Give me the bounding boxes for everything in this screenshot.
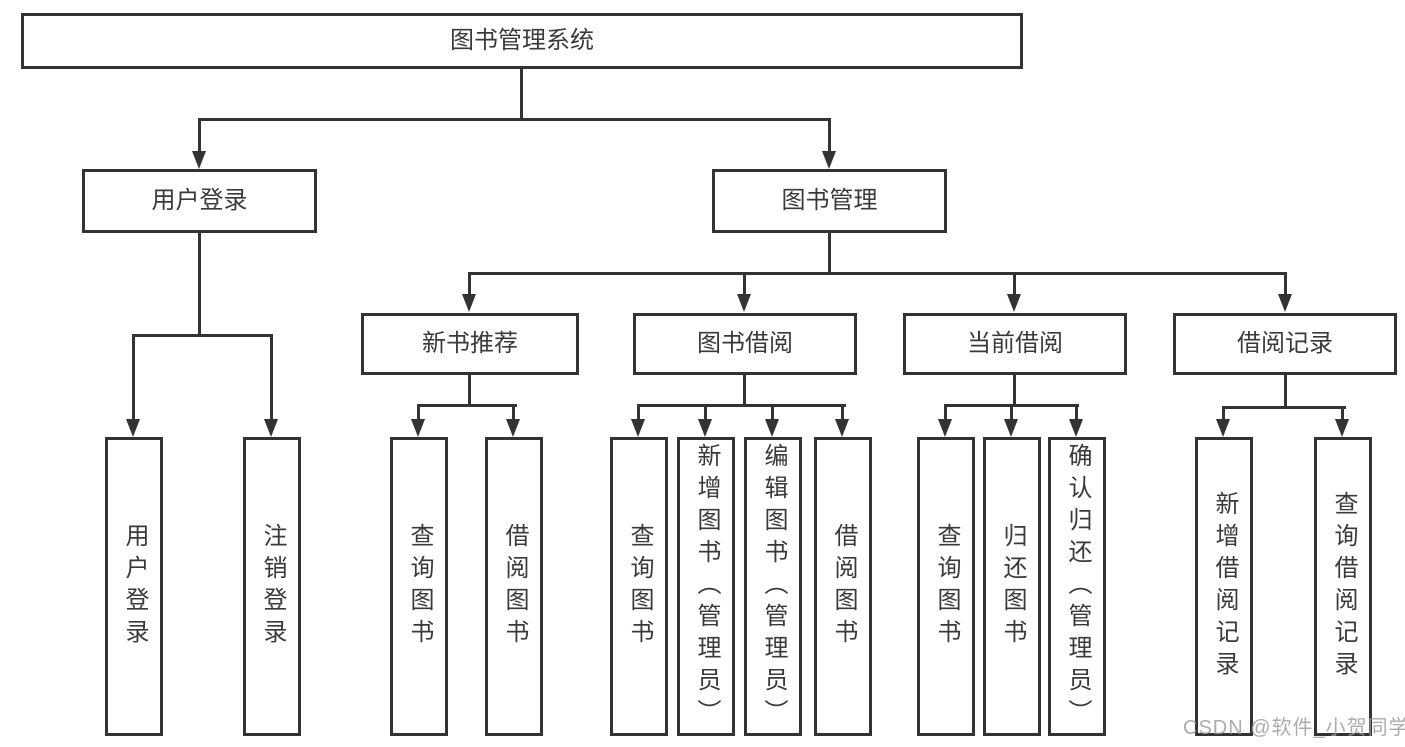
node-label: 借阅图书: [830, 522, 857, 651]
node-leaf-borrow-books-recommend: 借阅图书: [485, 437, 543, 736]
connector: [743, 272, 746, 295]
node-leaf-borrow-books: 借阅图书: [814, 437, 872, 736]
arrow-down-icon: [462, 294, 476, 312]
connector: [1284, 272, 1287, 295]
node-new-book-recommend: 新书推荐: [361, 313, 579, 375]
connector: [828, 233, 831, 275]
node-label: 图书管理系统: [450, 27, 594, 54]
connector: [704, 404, 707, 421]
connector: [417, 404, 517, 407]
arrow-down-icon: [1007, 294, 1021, 312]
node-label: 借阅图书: [501, 522, 528, 651]
connector: [270, 334, 273, 419]
connector: [1284, 375, 1287, 409]
node-leaf-logout: 注销登录: [243, 437, 301, 736]
connector: [1222, 406, 1346, 409]
connector: [417, 404, 420, 421]
connector: [468, 272, 1287, 275]
node-leaf-query-books-recommend: 查询图书: [390, 437, 448, 736]
node-leaf-return-books: 归还图书: [983, 437, 1041, 736]
connector: [198, 118, 201, 152]
node-borrowing-records: 借阅记录: [1173, 313, 1397, 375]
arrow-down-icon: [1004, 419, 1018, 437]
node-label: 查询图书: [626, 522, 653, 651]
node-book-borrowing: 图书借阅: [633, 313, 857, 375]
arrow-down-icon: [506, 419, 520, 437]
node-leaf-add-borrow-record: 新增借阅记录: [1195, 437, 1253, 736]
node-label: 注销登录: [259, 522, 286, 651]
node-label: 新书推荐: [422, 330, 518, 357]
node-book-management: 图书管理: [712, 169, 947, 233]
arrow-down-icon: [126, 419, 140, 437]
connector: [512, 404, 515, 421]
node-leaf-query-books-current: 查询图书: [917, 437, 975, 736]
node-label: 图书管理: [781, 187, 878, 214]
node-label: 确认归还（管理员）: [1064, 442, 1091, 731]
arrow-down-icon: [1278, 294, 1292, 312]
arrow-down-icon: [822, 151, 836, 169]
node-label: 图书借阅: [697, 330, 793, 357]
connector: [468, 375, 471, 407]
node-label: 查询图书: [406, 522, 433, 651]
connector: [1010, 404, 1013, 421]
connector: [637, 404, 640, 421]
node-label: 新增图书（管理员）: [693, 442, 720, 731]
arrow-down-icon: [264, 419, 278, 437]
node-label: 当前借阅: [967, 330, 1063, 357]
connector: [1341, 406, 1344, 421]
node-user-login: 用户登录: [82, 169, 317, 233]
arrow-down-icon: [1216, 419, 1230, 437]
connector: [828, 118, 831, 152]
node-leaf-query-books-borrowing: 查询图书: [610, 437, 668, 736]
node-leaf-confirm-return-admin: 确认归还（管理员）: [1048, 437, 1106, 736]
arrow-down-icon: [765, 419, 779, 437]
arrow-down-icon: [737, 294, 751, 312]
connector: [132, 334, 135, 419]
arrow-down-icon: [631, 419, 645, 437]
arrow-down-icon: [835, 419, 849, 437]
connector: [1075, 404, 1078, 421]
node-label: 归还图书: [999, 522, 1026, 651]
arrow-down-icon: [938, 419, 952, 437]
node-library-system: 图书管理系统: [21, 13, 1023, 69]
connector: [520, 69, 523, 119]
arrow-down-icon: [192, 151, 206, 169]
connector: [468, 272, 471, 295]
node-current-borrowing: 当前借阅: [903, 313, 1127, 375]
connector: [944, 404, 947, 421]
node-label: 查询借阅记录: [1330, 490, 1357, 683]
connector: [1013, 375, 1016, 407]
connector: [743, 375, 746, 407]
node-leaf-query-borrow-record: 查询借阅记录: [1314, 437, 1372, 736]
connector: [198, 118, 831, 121]
connector: [132, 334, 273, 337]
node-label: 查询图书: [933, 522, 960, 651]
node-leaf-edit-books-admin: 编辑图书（管理员）: [744, 437, 802, 736]
node-leaf-user-login: 用户登录: [105, 437, 163, 736]
arrow-down-icon: [411, 419, 425, 437]
node-label: 新增借阅记录: [1211, 490, 1238, 683]
connector: [1013, 272, 1016, 295]
arrow-down-icon: [1069, 419, 1083, 437]
connector: [198, 233, 201, 337]
csdn-watermark: CSDN @软件_小贺同学: [1183, 717, 1405, 739]
connector: [771, 404, 774, 421]
arrow-down-icon: [698, 419, 712, 437]
node-label: 用户登录: [121, 522, 148, 651]
connector: [1222, 406, 1225, 421]
node-label: 用户登录: [151, 187, 248, 214]
node-label: 编辑图书（管理员）: [760, 442, 787, 731]
node-label: 借阅记录: [1237, 330, 1333, 357]
arrow-down-icon: [1335, 419, 1349, 437]
connector: [841, 404, 844, 421]
connector: [637, 404, 846, 407]
node-leaf-add-books-admin: 新增图书（管理员）: [677, 437, 735, 736]
